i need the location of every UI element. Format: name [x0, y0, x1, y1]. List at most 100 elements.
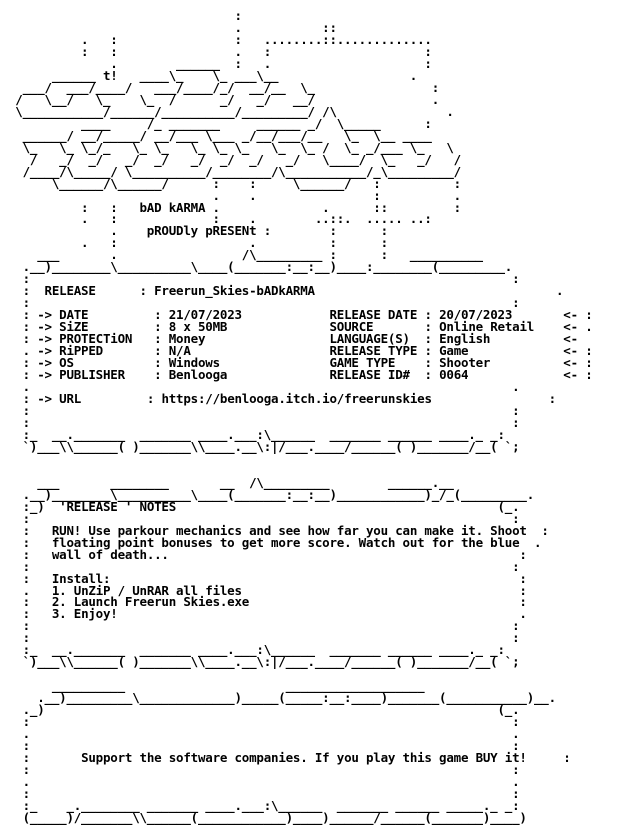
notes-description-line: RUN! Use parkour mechanics and see how f… — [51, 522, 527, 538]
header-art-line: : — [8, 8, 242, 23]
release-box-bottom-border: :_ __._______ _______ ____.___:\______ _… — [8, 426, 505, 442]
info-value: N/A — [168, 343, 191, 359]
header-art-line: \______/\______/ : : \______/ : : — [8, 175, 461, 191]
support-message: Support the software companies. If you p… — [81, 750, 527, 766]
info-row: : -> SiZE : 8 x 50MB SOURCE : Online Ret… — [8, 319, 593, 335]
support-box-spacer: : : — [8, 762, 520, 778]
support-box-spacer: : : — [8, 714, 520, 730]
install-title: Install: — [51, 570, 111, 586]
header-art-line: /____/\_____/ \__________/________/\____… — [8, 163, 462, 179]
url-link[interactable]: https://benlooga.itch.io/freerunskies — [161, 391, 432, 406]
release-label: RELEASE — [44, 283, 96, 299]
notes-text-line: . 1. UnZiP / UnRAR all files : — [8, 582, 527, 598]
release-box-spacer: : : — [8, 402, 520, 418]
header-art-line: . : . : : — [8, 235, 388, 251]
support-box-spacer: . . — [8, 726, 520, 742]
info-label: PUBLISHER — [59, 367, 125, 383]
info-label: RELEASE DATE — [329, 307, 418, 323]
header-art-line: . :: — [8, 19, 337, 35]
info-value: 20/07/2023 — [439, 307, 513, 323]
info-value: 0064 — [439, 367, 469, 383]
release-box-top-border: : : — [8, 271, 520, 287]
info-value: Benlooga — [168, 367, 228, 383]
info-value: 8 x 50MB — [168, 319, 228, 335]
info-label: RiPPED — [59, 343, 103, 359]
info-value: Windows — [168, 355, 220, 371]
spacer — [8, 453, 593, 465]
header-art-line: / \__/ \_ \_ / _/ _/ __/ . — [8, 91, 440, 107]
header-art-line: . : : . ..::. ..... ..: — [8, 211, 432, 227]
header-art-line: . . : . — [8, 187, 462, 203]
header-art-line: ______ t! ____\_ \_ ___\__ . — [8, 67, 418, 83]
header-art-line: ___/ ___/____/ ___/____/_/ __/__ \_ : — [8, 79, 440, 95]
release-name-row: : RELEASE : Freerun_Skies-bADkARMA . — [8, 283, 564, 299]
notes-text-line: : 2. Launch Freerun Skies.exe : — [8, 594, 527, 610]
notes-box-spacer: : : — [8, 630, 520, 646]
info-value: Shooter — [439, 355, 491, 371]
notes-box-spacer: : : — [8, 618, 520, 634]
info-label: LANGUAGE(S) — [329, 331, 410, 347]
notes-box-top-border: ___ ________ __ /\_________ ______.__ — [8, 474, 454, 490]
release-box-spacer: . . — [8, 379, 520, 395]
support-box-bottom-border: (_____)/_______\\______(____________)___… — [8, 809, 527, 825]
info-row: : -> DATE : 21/07/2023 RELEASE DATE : 20… — [8, 307, 593, 323]
info-value: 21/07/2023 — [168, 307, 242, 323]
header-art-line: .__)________\__________\____(_______:__:… — [8, 259, 513, 275]
info-row: : -> PROTECTiON : Money LANGUAGE(S) : En… — [8, 331, 579, 347]
release-box-spacer: : : — [8, 295, 520, 311]
header-art-line: . ______ : . : — [8, 55, 432, 71]
install-step: 2. Launch Freerun Skies.exe — [51, 594, 250, 610]
header-art-line: . : : ........::............. — [8, 31, 432, 47]
release-box-spacer: : : — [8, 414, 520, 430]
info-value: Money — [168, 331, 206, 347]
notes-box-bottom-border: :_ __._______ _______ ____.___:\______ _… — [8, 642, 505, 658]
header-art-line: ____ /_ _______ ______ _/ \_____ : — [8, 115, 432, 131]
support-box-bottom-border: :_ _.________ _______ ____.___:\______ _… — [8, 797, 520, 813]
info-value: Game — [439, 343, 469, 359]
notes-title-left: RELEASE — [66, 498, 118, 514]
notes-text-line: : Install: : — [8, 570, 527, 586]
url-row: : -> URL : https://benlooga.itch.io/free… — [8, 391, 557, 406]
url-label: URL — [59, 391, 82, 406]
info-label: RELEASE TYPE — [329, 343, 418, 359]
support-box-spacer: : : — [8, 738, 520, 754]
header-art-line: ______/ __/_____/ __/___ \___ _/__/___/_… — [8, 127, 432, 143]
install-step: 3. Enjoy! — [51, 606, 118, 622]
support-box-spacer: : : — [8, 785, 520, 801]
header-art-line: \___________/______/__________/_________… — [8, 103, 454, 119]
notes-description-line: floating point bonuses to get more score… — [51, 534, 520, 550]
notes-box-top-border: .__)________\__________\____(_______:__:… — [8, 486, 535, 502]
support-box-spacer: . . — [8, 774, 520, 789]
notes-text-line: : wall of death... : — [8, 546, 527, 562]
info-label: PROTECTiON — [59, 331, 133, 347]
header-art-line: : : bAD kARMA . . :: : — [8, 199, 461, 215]
release-name: Freerun_Skies-bADkARMA — [154, 283, 315, 299]
info-label: OS — [59, 355, 74, 371]
header-art-line: . pROUDly pRESENt : : : — [8, 223, 388, 239]
header-art-line: ___ . /\_________ : : __________ — [8, 247, 483, 263]
info-label: GAME TYPE — [329, 355, 396, 371]
info-row: . -> RiPPED : N/A RELEASE TYPE : Game <-… — [8, 343, 593, 359]
notes-title-right: NOTES — [139, 498, 177, 514]
notes-text-line: : 3. Enjoy! . — [8, 606, 527, 622]
header-art-line: / _/ _/ _/ _/ _/ _/ _/ _/ \____/ \_ _/ / — [8, 151, 461, 167]
info-label: RELEASE ID# — [329, 367, 410, 383]
info-row: : -> OS : Windows GAME TYPE : Shooter <-… — [8, 355, 593, 371]
support-box-top-border: __________ ___________________ — [8, 678, 425, 694]
notes-box-spacer: : : — [8, 510, 520, 526]
header-art-line: \_ \_ \_/_ \_ \_ \_ \_ \_ \_ \_ / \_ _/_… — [8, 139, 454, 155]
notes-description-line: wall of death... — [51, 546, 169, 562]
support-box-top-border: ._) (_. — [8, 702, 520, 718]
info-label: SOURCE — [329, 319, 374, 335]
install-step: 1. UnZiP / UnRAR all files — [51, 582, 242, 598]
notes-title-row: :_) 'RELEASE ' NOTES (_. — [8, 498, 520, 514]
support-message-row: : Support the software companies. If you… — [8, 750, 571, 766]
release-box-bottom-border: `)___\\______( )_______\\____.__\:|/___.… — [8, 438, 520, 454]
notes-box-bottom-border: `)___\\______( )_______\\____.__\:|/___.… — [8, 654, 520, 670]
notes-text-line: : floating point bonuses to get more sco… — [8, 534, 542, 550]
info-value: Online Retail — [439, 319, 535, 335]
info-label: SiZE — [59, 319, 89, 335]
notes-box-spacer: : : — [8, 558, 520, 574]
header-art-line: : : . : : — [8, 43, 432, 59]
info-value: English — [439, 331, 491, 347]
